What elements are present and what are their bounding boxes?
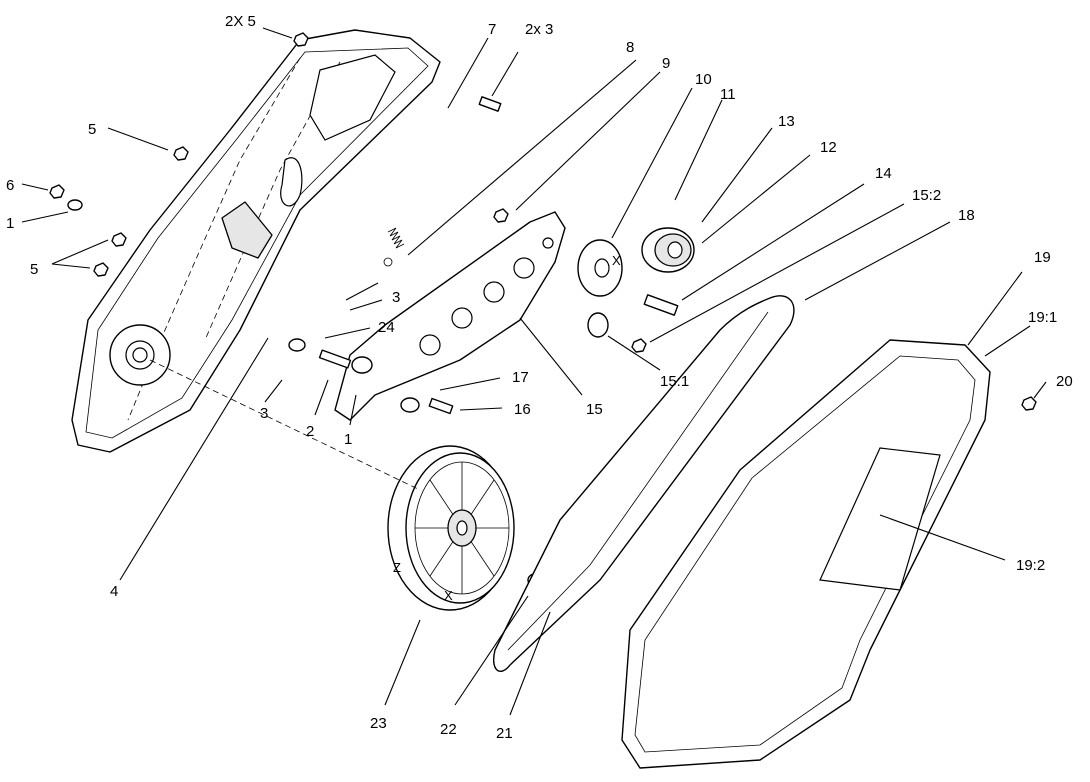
idler-pulley bbox=[577, 227, 695, 297]
callout-24: 24 bbox=[378, 319, 395, 336]
callout-7: 7 bbox=[488, 21, 496, 38]
callout-17: 17 bbox=[512, 369, 529, 386]
leader-lines bbox=[21, 27, 1047, 716]
callout-18: 18 bbox=[958, 207, 975, 224]
callout-labels: 2X 5 7 2x 3 8 9 10 11 13 12 14 15:2 18 5… bbox=[6, 13, 1073, 742]
callout-3b: 3 bbox=[260, 405, 268, 422]
callout-2x3: 2x 3 bbox=[525, 21, 553, 38]
callout-23: 23 bbox=[370, 715, 387, 732]
callout-20: 20 bbox=[1056, 373, 1073, 390]
callout-14: 14 bbox=[875, 165, 892, 182]
callout-1a: 1 bbox=[6, 215, 14, 232]
callout-19: 19 bbox=[1034, 249, 1051, 266]
callout-10: 10 bbox=[695, 71, 712, 88]
callout-3a: 3 bbox=[392, 289, 400, 306]
callout-19-1: 19:1 bbox=[1028, 309, 1057, 326]
idler-bracket bbox=[334, 211, 566, 421]
callout-5b: 5 bbox=[30, 261, 38, 278]
callout-4: 4 bbox=[110, 583, 118, 600]
large-pulley bbox=[387, 445, 515, 611]
callout-15-2: 15:2 bbox=[912, 187, 941, 204]
mark-x-wheel: X bbox=[444, 588, 453, 603]
callout-1b: 1 bbox=[344, 431, 352, 448]
callout-5a: 5 bbox=[88, 121, 96, 138]
chassis-plate bbox=[71, 29, 441, 453]
belt-cover bbox=[621, 339, 991, 769]
callout-11: 11 bbox=[720, 86, 736, 103]
callout-22: 22 bbox=[440, 721, 457, 738]
callout-15: 15 bbox=[586, 401, 603, 418]
callout-9: 9 bbox=[662, 55, 670, 72]
callout-15-1: 15:1 bbox=[660, 373, 689, 390]
callout-21: 21 bbox=[496, 725, 513, 742]
callout-2x5: 2X 5 bbox=[225, 13, 256, 30]
spring bbox=[383, 227, 405, 267]
callout-12: 12 bbox=[820, 139, 837, 156]
callout-6: 6 bbox=[6, 177, 14, 194]
mark-x-pulley: X bbox=[612, 253, 621, 268]
drive-belt bbox=[493, 295, 795, 672]
callout-13: 13 bbox=[778, 113, 795, 130]
mark-z-wheel: Z bbox=[393, 560, 401, 575]
callout-8: 8 bbox=[626, 39, 634, 56]
callout-2: 2 bbox=[306, 423, 314, 440]
callout-16: 16 bbox=[514, 401, 531, 418]
callout-19-2: 19:2 bbox=[1016, 557, 1045, 574]
alignment-marks: X X Z bbox=[393, 253, 621, 603]
